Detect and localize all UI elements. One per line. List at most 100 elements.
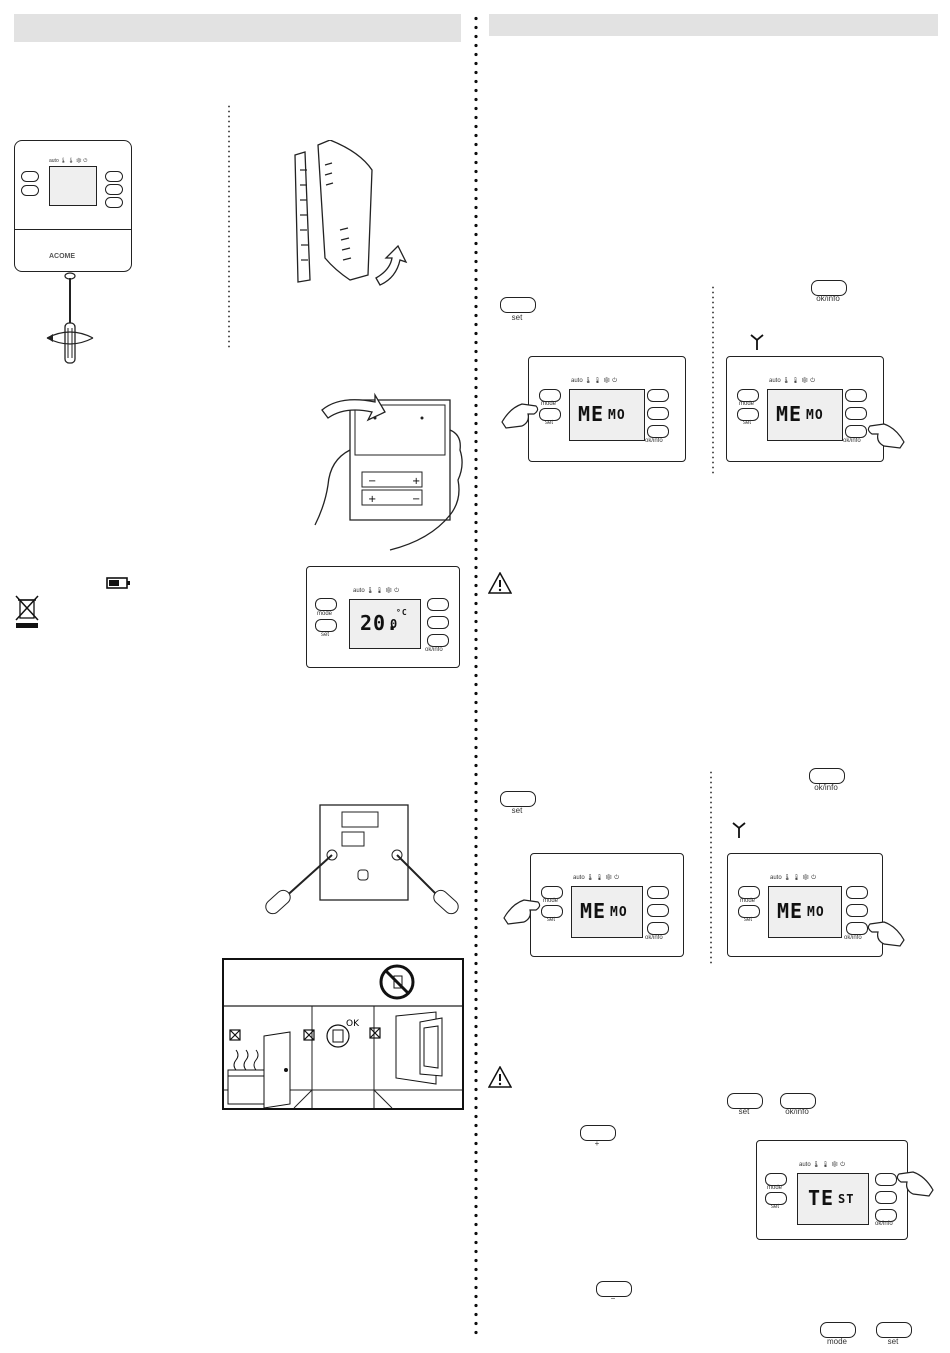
- svg-text:−: −: [412, 494, 420, 505]
- status-icons: auto 🌡 🌡 ❄ ⏻: [573, 875, 619, 881]
- minus-key-label: −: [610, 1294, 616, 1303]
- set-key-label: set: [887, 1337, 899, 1346]
- ok-info-button: [105, 197, 123, 208]
- set-key-label: set: [738, 1107, 750, 1116]
- set-button: [539, 408, 561, 421]
- battery-low-icon: [106, 577, 130, 589]
- lcd-screen: TE ST: [797, 1173, 869, 1225]
- status-icons: auto 🌡 🌡 ❄ ⏻: [799, 1162, 845, 1168]
- room-ok-label: OK: [346, 1019, 360, 1029]
- minus-button: [875, 1191, 897, 1204]
- weee-bin-icon: [15, 595, 39, 628]
- ok-info-key-icon: [811, 280, 847, 296]
- mode-button: [738, 886, 760, 899]
- plus-button: [875, 1173, 897, 1186]
- lcd-screen: ME MO: [571, 886, 643, 938]
- svg-text:+: +: [368, 494, 376, 505]
- no-placement-marks: [229, 1027, 381, 1041]
- mode-button: [541, 886, 563, 899]
- set-button: [541, 905, 563, 918]
- ok-info-key-label: ok/info: [814, 783, 838, 792]
- right-header-bar: [489, 14, 938, 36]
- ok-info-label: ok/info: [844, 935, 862, 941]
- window-icon: [395, 1011, 443, 1085]
- minus-button: [846, 904, 868, 917]
- lcd-test-small: ST: [838, 1192, 855, 1206]
- plus-button: [845, 389, 867, 402]
- ok-info-button: [846, 922, 868, 935]
- divider-dotted: [228, 104, 230, 349]
- room-placement-illustration: OK: [222, 958, 464, 1110]
- set-label: set: [545, 420, 554, 426]
- ok-info-key-label: ok/info: [785, 1107, 809, 1116]
- lcd-screen: ME MO: [767, 389, 843, 441]
- thermostat-memo-ok: auto 🌡 🌡 ❄ ⏻ ME MO mode set ok/info: [726, 356, 884, 462]
- divider-dotted: [712, 285, 714, 475]
- screwdriver-icon: [46, 272, 94, 364]
- ok-info-button: [427, 634, 449, 647]
- thermostat-side-view: [294, 140, 408, 286]
- plus-button: [427, 598, 449, 611]
- hand-press-icon: [896, 1171, 934, 1197]
- lcd-test: TE: [808, 1186, 835, 1210]
- lcd-screen: ME MO: [569, 389, 645, 441]
- set-label: set: [321, 632, 330, 638]
- mode-label: mode: [317, 611, 333, 617]
- antenna-icon: [732, 822, 746, 838]
- minus-button: [647, 904, 669, 917]
- ok-info-button: [647, 425, 669, 438]
- svg-text:+: +: [412, 476, 420, 487]
- thermostat-memo-set: auto 🌡 🌡 ❄ ⏻ ME MO mode set ok/info: [528, 356, 686, 462]
- hand-press-icon: [501, 403, 539, 429]
- mode-button: [21, 171, 39, 182]
- mode-label: mode: [541, 401, 557, 407]
- door-icon: [263, 1031, 291, 1108]
- mode-button: [315, 598, 337, 611]
- status-icons: auto 🌡 🌡 ❄ ⏻: [353, 588, 399, 594]
- set-key-icon: [500, 297, 536, 313]
- status-icons: auto 🌡 🌡 ❄ ⏻: [769, 378, 815, 384]
- lcd-temp: 20.: [360, 611, 400, 635]
- lcd-screen: [49, 166, 97, 206]
- set-label: set: [547, 917, 556, 923]
- mode-label: mode: [740, 898, 756, 904]
- mode-button: [539, 389, 561, 402]
- mode-key-label: mode: [826, 1337, 847, 1346]
- minus-key-icon: [596, 1281, 632, 1297]
- set-button: [765, 1192, 787, 1205]
- set-label: set: [771, 1204, 780, 1210]
- mode-button: [737, 389, 759, 402]
- lcd-unit: °C: [396, 608, 408, 617]
- hand-press-icon: [503, 899, 541, 925]
- set-key-label: set: [511, 313, 523, 322]
- ok-info-button: [845, 425, 867, 438]
- set-key-icon: [876, 1322, 912, 1338]
- ok-info-label: ok/info: [875, 1221, 893, 1227]
- set-button: [315, 619, 337, 632]
- ok-info-label: ok/info: [645, 935, 663, 941]
- mode-label: mode: [739, 401, 755, 407]
- lcd-memo: ME: [777, 899, 804, 923]
- thermostat-front: auto 🌡 🌡 ❄ ⏻ ACOME: [14, 140, 132, 272]
- svg-text:−: −: [368, 476, 376, 487]
- thermostat-memo-ok-2: auto 🌡 🌡 ❄ ⏻ ME MO mode set ok/info: [727, 853, 883, 957]
- set-button: [737, 408, 759, 421]
- lcd-screen: ME MO: [768, 886, 842, 938]
- thermostat-temp-display: auto 🌡 🌡 ❄ ⏻ 20. 0 °C mode set ok/info: [306, 566, 460, 668]
- minus-button: [427, 616, 449, 629]
- ok-info-key-label: ok/info: [816, 294, 840, 303]
- thermostat-memo-set-2: auto 🌡 🌡 ❄ ⏻ ME MO mode set ok/info: [530, 853, 684, 957]
- lcd-memo: ME: [580, 899, 607, 923]
- battery-compartment: − + + −: [314, 392, 463, 551]
- brand-logo: ACOME: [49, 253, 76, 260]
- lcd-temp-decimal: 0: [390, 617, 399, 631]
- hand-press-icon: [867, 921, 905, 947]
- ok-info-label: ok/info: [645, 438, 663, 444]
- ok-info-button: [647, 922, 669, 935]
- mode-button: [765, 1173, 787, 1186]
- no-sun-icon: [379, 964, 415, 1000]
- set-button: [738, 905, 760, 918]
- wall-base-screwdrivers: [265, 804, 459, 915]
- set-key-label: set: [511, 806, 523, 815]
- minus-button: [647, 407, 669, 420]
